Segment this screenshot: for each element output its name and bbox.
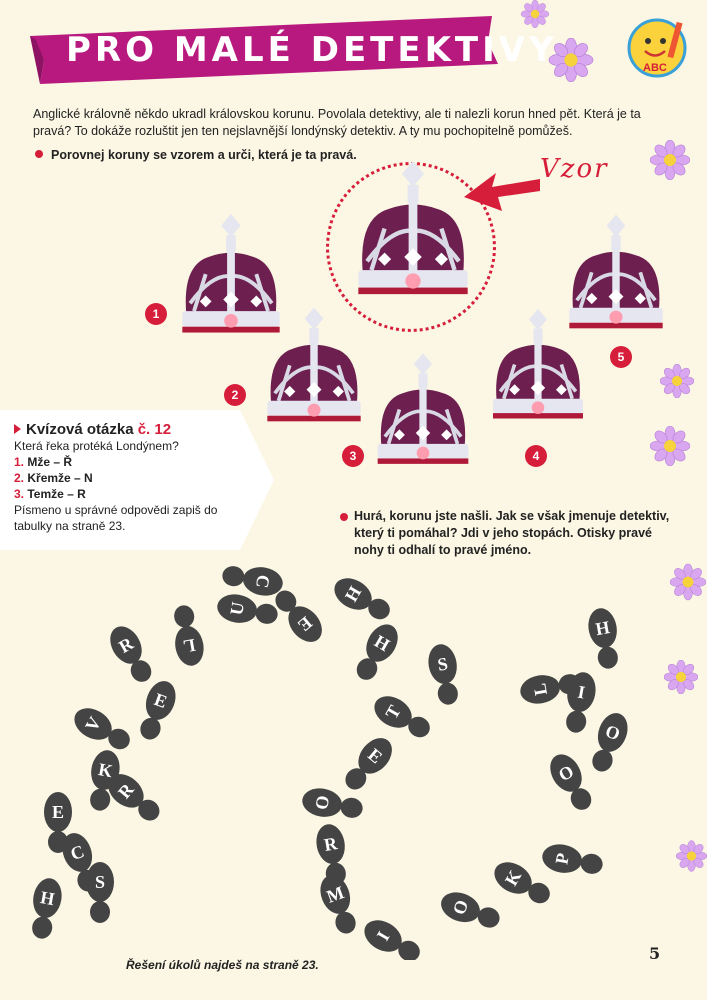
- quiz-box: [0, 410, 274, 550]
- quiz-heading: Kvízová otázka č. 12: [14, 422, 254, 438]
- vzor-arrow-icon: [464, 173, 540, 211]
- footprint: S: [86, 862, 114, 923]
- page-title: PRO MALÉ DETEKTIVY: [66, 30, 558, 70]
- quiz-option-1: 1. Mže – Ř: [14, 455, 73, 469]
- footprint: E: [275, 590, 322, 642]
- task1-text: Porovnej koruny se vzorem a urči, která …: [51, 148, 357, 162]
- footprint-letter: M: [324, 882, 347, 907]
- footprint: O: [441, 892, 500, 928]
- flower-icon: [670, 560, 706, 604]
- footprint-letter: O: [449, 897, 473, 917]
- crown-number-1: 1: [145, 303, 167, 325]
- crown-number-4: 4: [525, 445, 547, 467]
- footprint: E: [140, 681, 176, 740]
- footprint-letter: I: [576, 682, 586, 703]
- flower-icon: [650, 426, 690, 466]
- footprint-letter: C: [252, 573, 274, 589]
- footprint: H: [588, 608, 618, 669]
- quiz-option-2: 2. Křemže – N: [14, 471, 93, 485]
- footprint: P: [542, 844, 603, 874]
- title-ribbon: [30, 16, 498, 84]
- footprint: V: [74, 708, 130, 750]
- crown-5[interactable]: [560, 206, 672, 348]
- footprint: I: [566, 672, 596, 733]
- footprint: H: [334, 578, 390, 620]
- logo-text: ABC: [643, 62, 667, 74]
- footprint: E: [345, 738, 392, 790]
- footer-note: Řešení úkolů najdeš na straně 23.: [126, 958, 319, 972]
- footprint-letter: S: [436, 653, 449, 674]
- crown-number-5: 5: [610, 346, 632, 368]
- footprint-letter: O: [603, 721, 623, 745]
- flower-icon: [664, 660, 698, 694]
- footprint-letter: P: [551, 851, 573, 865]
- footprint: U: [217, 594, 278, 624]
- footprint-letter: S: [95, 872, 105, 892]
- quiz-option-3: 3. Temže – R: [14, 487, 86, 501]
- page-number: 5: [649, 944, 661, 963]
- footprint: R: [110, 626, 152, 682]
- footprint: H: [356, 624, 398, 680]
- abc-logo: ABC: [627, 18, 687, 78]
- crown-number-2: 2: [224, 384, 246, 406]
- footprint: I: [364, 920, 420, 960]
- footprint: O: [592, 713, 628, 772]
- triangle-icon: [14, 424, 21, 434]
- flower-icon: [650, 140, 690, 180]
- task-compare-crowns: Porovnej koruny se vzorem a urči, která …: [35, 148, 357, 162]
- footprint: S: [428, 644, 458, 705]
- footprint: M: [320, 875, 356, 934]
- footprint-letter: O: [311, 794, 333, 811]
- footprint-letter: C: [68, 841, 87, 864]
- footprint: K: [494, 862, 550, 904]
- footprint-letter: K: [97, 759, 114, 781]
- flower-icon: [548, 38, 594, 82]
- flower-icon: [518, 0, 552, 28]
- crown-number-3: 3: [342, 445, 364, 467]
- footprint-letter: L: [182, 635, 197, 657]
- flower-icon: [676, 836, 707, 876]
- quiz-instruction: Písmeno u správné odpovědi zapiš do tabu…: [14, 503, 218, 533]
- footprint: T: [374, 696, 430, 738]
- bullet-icon: [35, 150, 43, 158]
- intro-paragraph: Anglické královně někdo ukradl královsko…: [33, 107, 641, 138]
- bullet-icon: [340, 513, 348, 521]
- footprint-letter: H: [39, 887, 56, 909]
- quiz-question: Která řeka protéká Londýnem?: [14, 439, 179, 453]
- footprint: H: [32, 878, 62, 939]
- quiz-content: Kvízová otázka č. 12 Která řeka protéká …: [14, 422, 254, 534]
- crown-vzor: [346, 152, 480, 316]
- footprint-letter: E: [52, 802, 64, 822]
- footprint: C: [222, 566, 283, 596]
- footprint: O: [550, 754, 592, 810]
- footprint: L: [174, 605, 204, 666]
- task-footprints: Hurá, korunu jste našli. Jak se však jme…: [340, 508, 670, 559]
- vzor-label: Vzor: [540, 154, 609, 184]
- task2-text: Hurá, korunu jste našli. Jak se však jme…: [354, 509, 670, 557]
- flower-icon: [660, 364, 694, 398]
- footprint-letter: R: [322, 833, 339, 855]
- footprint-letter: L: [529, 682, 551, 697]
- footprint: O: [302, 788, 363, 818]
- footprint: E: [44, 792, 72, 853]
- footprint-letter: U: [226, 600, 248, 616]
- footprint: R: [108, 774, 160, 821]
- crown-3[interactable]: [368, 346, 478, 482]
- footprint-letter: H: [594, 617, 611, 639]
